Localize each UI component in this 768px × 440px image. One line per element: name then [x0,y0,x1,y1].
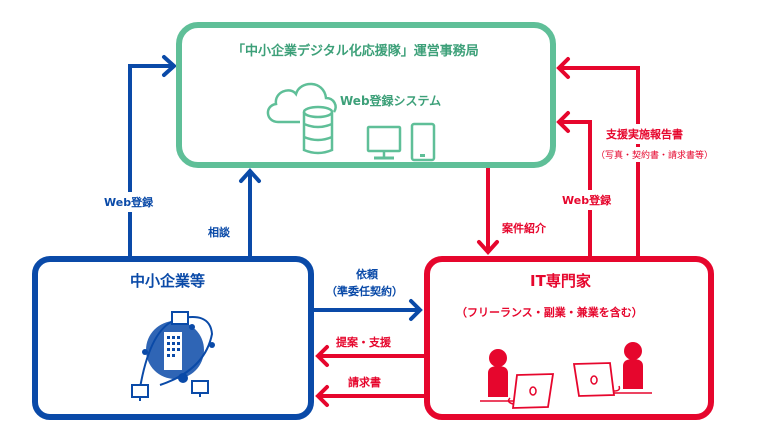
tablet-icon [410,122,436,162]
cloud-database-icon [266,82,337,155]
expert-title: IT専門家 [530,272,591,290]
arrow-request [314,299,423,321]
building-network-icon [131,311,215,401]
arrow-proposal-support [315,345,424,367]
person-laptop-icon [572,342,652,397]
office-title: 「中小企業デジタル化応援隊」運営事務局 [232,44,479,59]
label-request-contract: （準委任契約） [326,285,403,298]
web-system-label: Web登録システム [340,94,442,108]
desktop-monitor-icon [366,125,402,160]
expert-subtitle: （フリーランス・副業・兼業を含む） [456,306,643,319]
label-consult: 相談 [208,226,230,239]
arrow-case-intro [477,168,499,255]
label-invoice: 請求書 [348,376,381,389]
office-box [176,22,556,168]
label-case-intro: 案件紹介 [502,222,546,235]
arrow-sme-consult [239,168,261,256]
expert-box [424,256,714,420]
sme-title: 中小企業等 [130,272,206,290]
label-expert-web-register: Web登録 [562,190,612,210]
person-laptop-icon [480,349,555,409]
arrow-expert-report [556,57,640,256]
arrow-invoice [315,385,424,407]
label-request: 依頼 [356,268,378,281]
label-report-detail: （写真・契約書・請求書等） [596,147,714,162]
label-report-title: 支援実施報告書 [606,124,683,144]
arrow-expert-web-register [556,111,592,256]
label-sme-web-register: Web登録 [104,192,154,212]
label-proposal-support: 提案・支援 [336,336,391,349]
